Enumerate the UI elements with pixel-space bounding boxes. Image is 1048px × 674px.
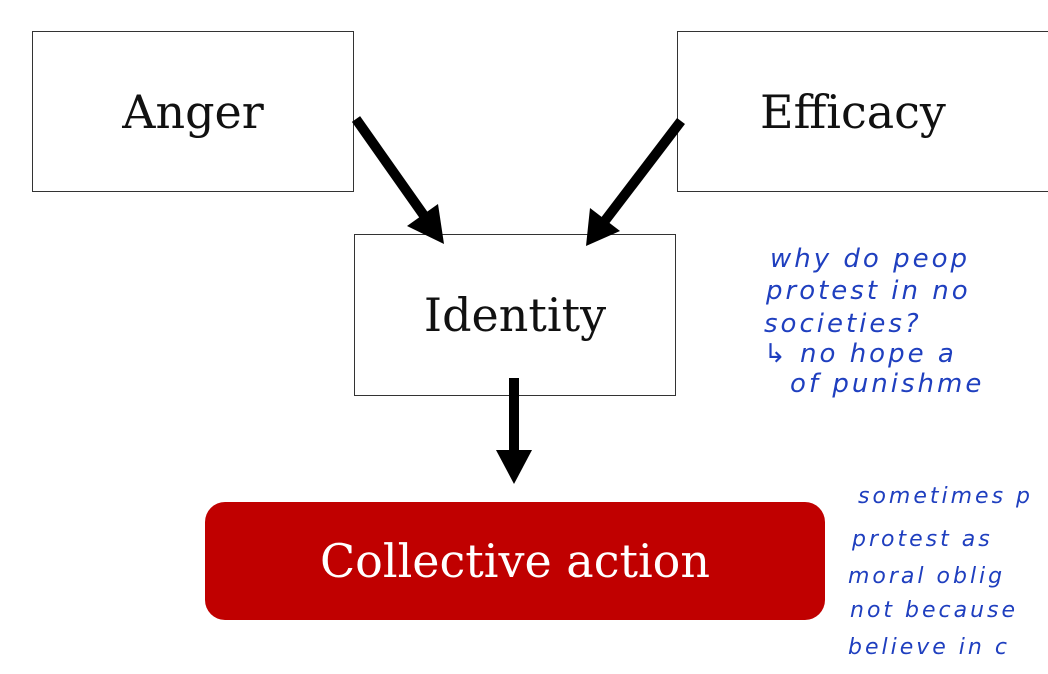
arrow-efficacy-to-identity — [586, 117, 685, 246]
note1-line-5: of punishme — [790, 369, 984, 399]
node-efficacy-label: Efficacy — [760, 84, 946, 139]
node-collective-action-label: Collective action — [319, 534, 711, 588]
node-collective-action: Collective action — [205, 502, 825, 620]
note1-line-3: societies? — [764, 309, 922, 339]
note2-line-2: protest as — [851, 527, 993, 552]
note2-line-3: moral oblig — [848, 564, 1005, 589]
note1-line-4: ↳ no hope a — [764, 339, 957, 369]
note2-line-1: sometimes p — [858, 484, 1033, 509]
note1-line-2: protest in no — [765, 276, 971, 306]
note2-line-4: not because — [850, 598, 1018, 623]
handwritten-note-1: why do peop protest in no societies? ↳ n… — [764, 244, 984, 399]
handwritten-note-2: sometimes p protest as moral oblig not b… — [848, 484, 1033, 660]
arrow-anger-to-identity — [351, 116, 444, 244]
arrow-identity-to-action — [496, 378, 532, 484]
note1-line-1: why do peop — [770, 244, 970, 274]
node-efficacy: Efficacy — [677, 31, 1048, 192]
node-anger: Anger — [32, 31, 354, 192]
node-identity-label: Identity — [423, 288, 607, 342]
note2-line-5: believe in c — [848, 635, 1010, 660]
node-identity: Identity — [354, 234, 676, 396]
node-anger-label: Anger — [122, 84, 264, 139]
